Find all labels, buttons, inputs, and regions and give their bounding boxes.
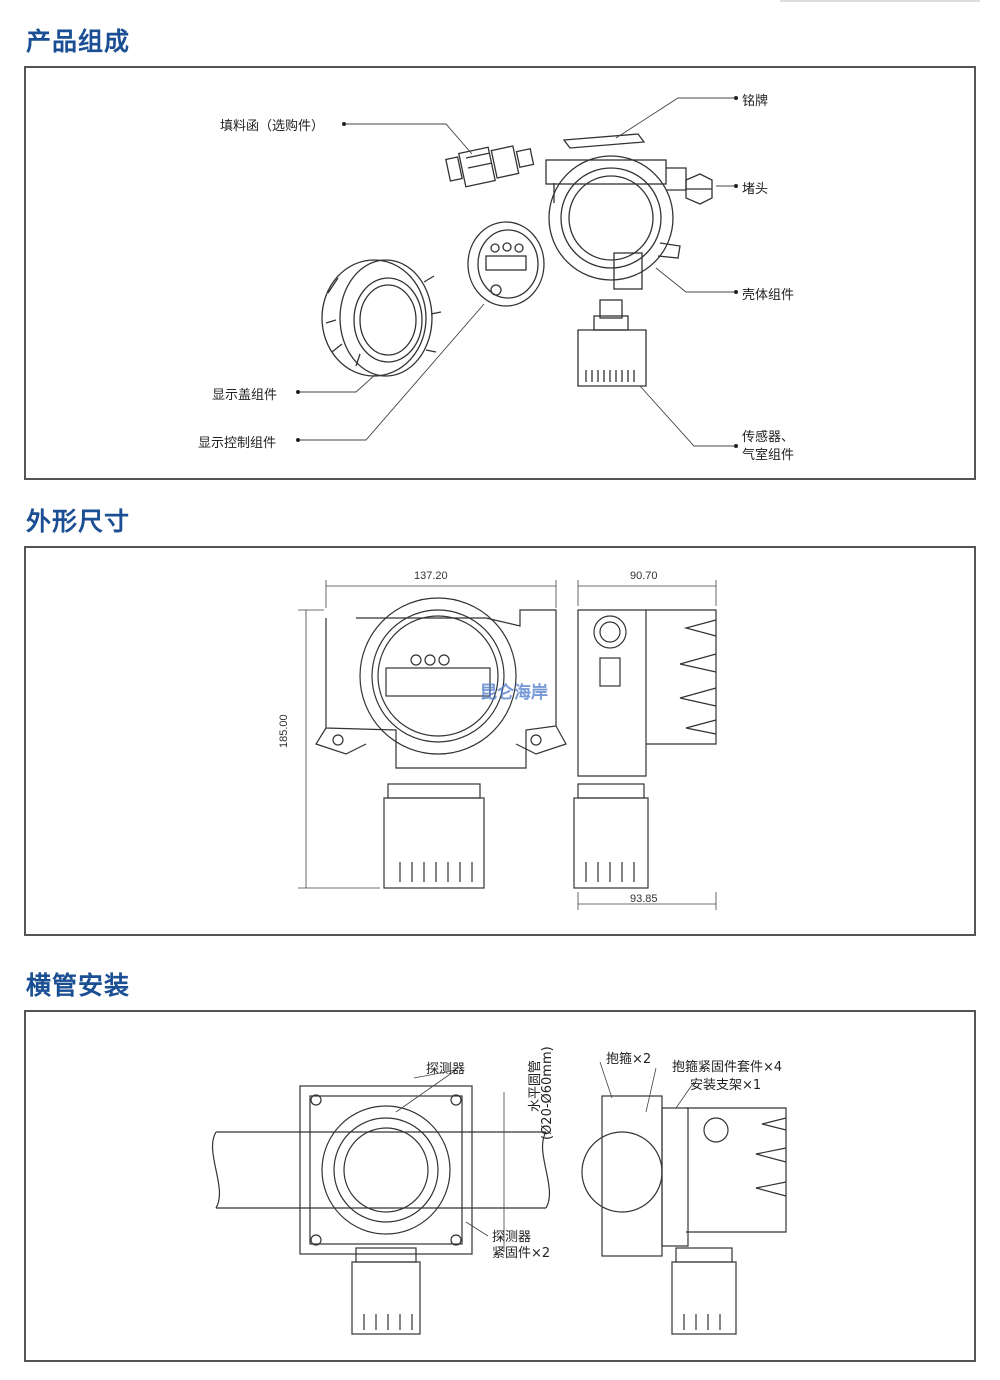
housing-part xyxy=(545,155,687,290)
side-mount-assembly xyxy=(581,1095,787,1335)
label-bracket: 安装支架×1 xyxy=(690,1078,762,1093)
section-title-pipe-mount: 横管安装 xyxy=(26,971,131,1000)
label-housing: 壳体组件 xyxy=(742,288,795,303)
pipe-mount-drawing xyxy=(211,1061,787,1335)
label-detector: 探测器 xyxy=(426,1062,466,1077)
label-sensor-line2: 气室组件 xyxy=(742,448,795,463)
label-stuffing-box: 填料函（选购件） xyxy=(220,119,325,134)
label-hoop: 抱箍×2 xyxy=(606,1052,652,1067)
label-display-control: 显示控制组件 xyxy=(198,436,277,451)
composition-panel: 填料函（选购件） 铭牌 堵头 壳体组件 显示盖组件 显示控制组件 传感器、 气室… xyxy=(24,66,976,480)
sensor-chamber-part xyxy=(577,299,647,387)
dimension-height: 185.00 xyxy=(278,714,290,748)
exploded-view-drawing xyxy=(296,96,738,448)
pipe-mount-panel: 探测器 水平圆管 (Ø20-Ø60mm) 探测器 紧固件×2 抱箍×2 抱箍紧固… xyxy=(24,1010,976,1362)
label-detector-fastener-line1: 探测器 xyxy=(492,1230,532,1245)
front-view xyxy=(315,597,567,889)
label-sensor-line1: 传感器、 xyxy=(742,430,795,445)
horizontal-pipe xyxy=(211,1131,551,1209)
label-pipe-line2: (Ø20-Ø60mm) xyxy=(540,1046,555,1140)
nameplate-part xyxy=(562,133,646,149)
dimension-width-side-bottom: 93.85 xyxy=(630,893,658,905)
plug-part xyxy=(685,173,713,205)
dimensions-panel: 137.20 90.70 93.85 185.00 昆仑海岸 xyxy=(24,546,976,936)
display-cover-part xyxy=(321,259,442,377)
dimension-width-side-top: 90.70 xyxy=(630,570,658,582)
section-title-dimensions: 外形尺寸 xyxy=(26,507,131,536)
side-view xyxy=(573,609,717,889)
display-control-part xyxy=(467,221,545,307)
stuffing-box-part xyxy=(445,145,535,188)
section-title-composition: 产品组成 xyxy=(26,27,131,56)
label-plug: 堵头 xyxy=(742,182,769,197)
dimension-drawing xyxy=(298,580,717,910)
watermark-logo-text: 昆仑海岸 xyxy=(480,683,548,703)
front-mount-assembly xyxy=(299,1085,473,1335)
label-detector-fastener-line2: 紧固件×2 xyxy=(492,1246,551,1261)
label-hoop-fastener-kit: 抱箍紧固件套件×4 xyxy=(672,1060,783,1075)
top-divider xyxy=(780,0,980,2)
dimension-width-front: 137.20 xyxy=(414,570,448,582)
label-display-cover: 显示盖组件 xyxy=(212,388,278,403)
label-nameplate: 铭牌 xyxy=(742,94,769,109)
